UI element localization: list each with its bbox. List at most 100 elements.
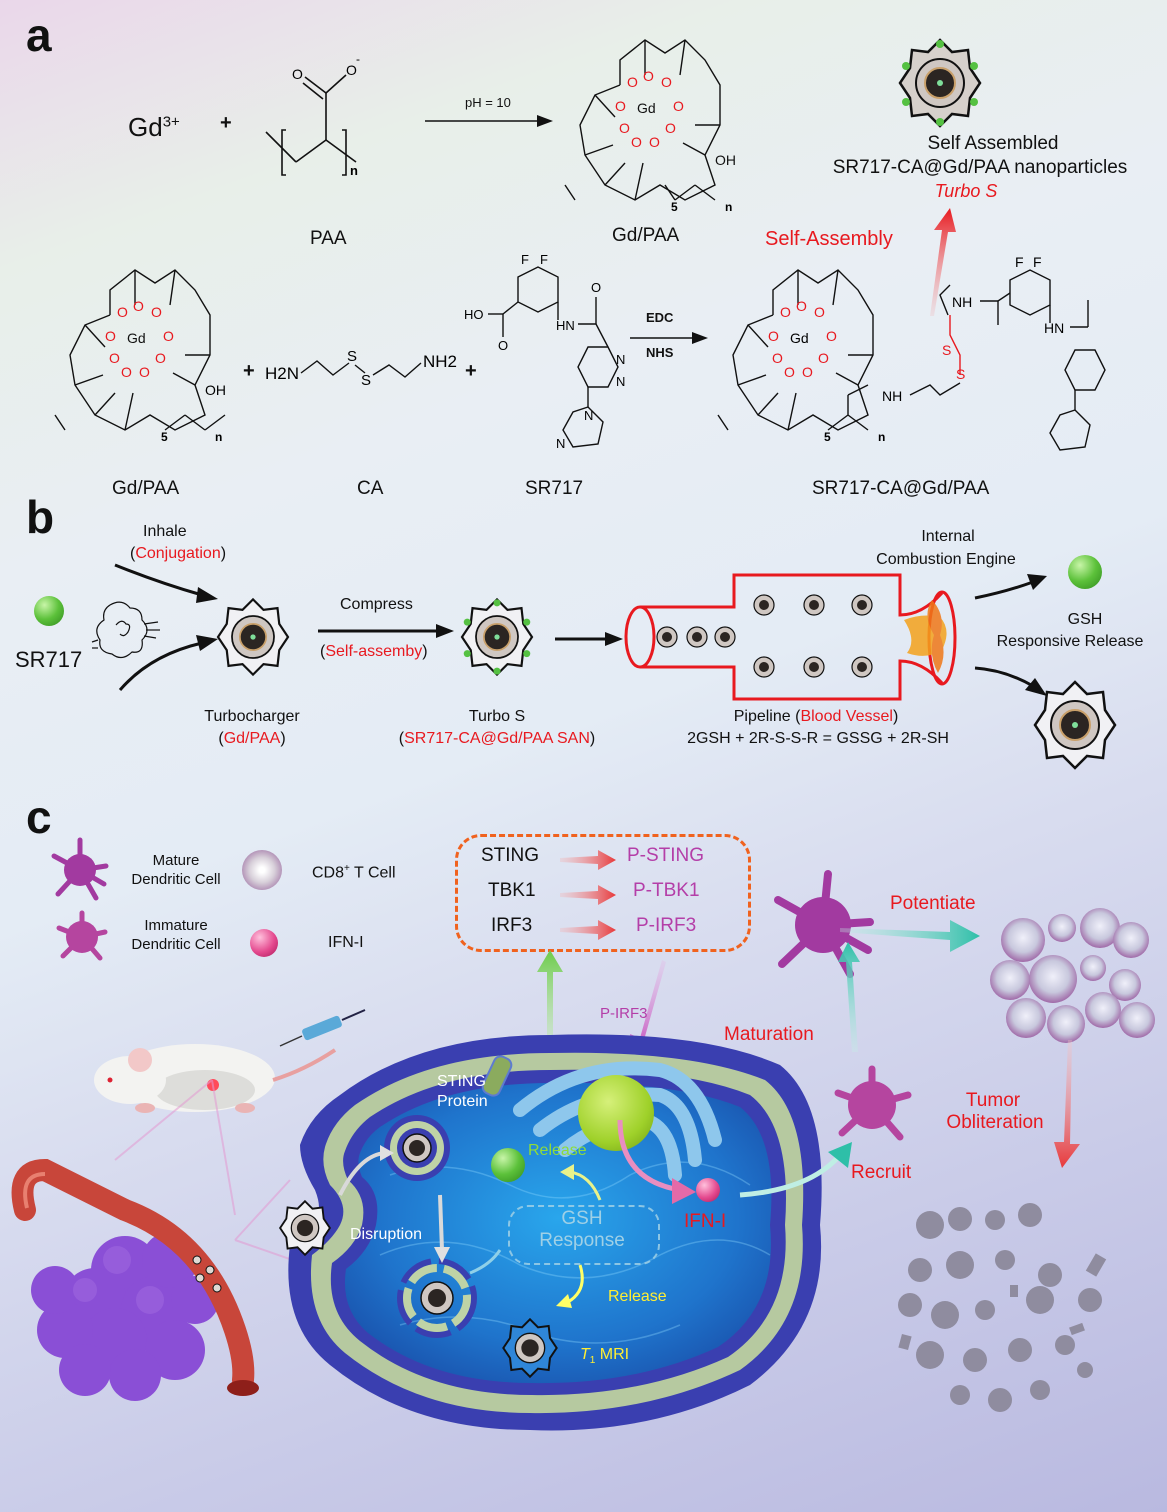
svg-text:O: O <box>627 74 638 90</box>
gd-paa-oh-bottom: OH <box>205 382 226 398</box>
release-green-label: Release <box>528 1142 587 1159</box>
inhale-label: Inhale <box>143 523 187 540</box>
self-assembly-b-text: Self-assemby <box>325 643 423 660</box>
tumor-with-blood-vessel <box>11 1158 259 1401</box>
plus-sign: + <box>220 112 232 134</box>
conjugation-label: (Conjugation) <box>130 545 227 562</box>
svg-text:O: O <box>615 98 626 114</box>
reaction-condition: pH = 10 <box>465 95 511 110</box>
compress-label: Compress <box>340 596 413 613</box>
sr717-o2: O <box>591 280 601 295</box>
inhale-arrows <box>114 563 218 691</box>
legend-immature-2: Dendritic Cell <box>131 936 221 953</box>
svg-text:O: O <box>649 134 660 150</box>
t1-mri-contrast-icon <box>502 1317 558 1379</box>
endosome-disrupted <box>397 1258 477 1338</box>
svg-text:O: O <box>768 328 779 344</box>
svg-text:O: O <box>802 364 813 380</box>
turbo-s-b-sub: (SR717-CA@Gd/PAA SAN) <box>398 730 596 747</box>
paa-o-minus: O <box>346 62 357 78</box>
turbo-s-name: Turbo S <box>934 181 998 201</box>
destroyed-tumor-fragments <box>898 1203 1107 1412</box>
ifn-i-cell-label: IFN-I <box>684 1211 727 1232</box>
edc-reagent: EDC <box>646 310 674 325</box>
paa-charge: - <box>356 52 360 66</box>
legend-cd8-rest: T Cell <box>349 864 396 882</box>
gd-ion-symbol: Gd <box>128 112 163 142</box>
ifn-i-icon <box>250 929 278 957</box>
tumor-obliteration-arrow <box>1054 1040 1080 1168</box>
legend-mature-1: Mature <box>152 852 200 869</box>
disruption-label: Disruption <box>350 1226 423 1243</box>
gsh-release-arrows <box>556 1164 602 1308</box>
maturation-label: Maturation <box>724 1024 814 1045</box>
ca-h2n: H2N <box>265 364 299 383</box>
gsh-response-box <box>508 1205 660 1265</box>
legend-cd8-text: CD8 <box>312 864 345 882</box>
sr717-n3: N <box>584 408 593 423</box>
turbo-s-b-sub-text: SR717-CA@Gd/PAA SAN <box>404 730 590 747</box>
repeat-n-bottom: n <box>215 430 222 444</box>
nanoparticles-title: SR717-CA@Gd/PAA nanoparticles <box>832 157 1128 178</box>
product-s1: S <box>942 342 951 358</box>
self-assembled-title: Self Assembled <box>927 133 1059 154</box>
svg-text:O: O <box>631 134 642 150</box>
repeat-n: n <box>725 200 732 214</box>
panel-a-label: a <box>26 9 52 61</box>
svg-text:O: O <box>121 364 132 380</box>
potentiate-label: Potentiate <box>890 893 976 914</box>
product-hn: HN <box>1044 320 1064 336</box>
cd8-t-cell-icon <box>242 850 282 890</box>
gd-paa-oh: OH <box>715 152 736 168</box>
sr717-f2: F <box>540 252 548 267</box>
svg-text:O: O <box>665 120 676 136</box>
nucleus-sphere <box>578 1075 654 1151</box>
ca-s2: S <box>361 372 371 389</box>
svg-text:O: O <box>784 364 795 380</box>
sr717-n1: N <box>616 352 625 367</box>
sr717-ho: HO <box>464 307 484 322</box>
svg-text:O: O <box>780 304 791 320</box>
panel-c-label: c <box>26 791 52 843</box>
legend-immature-1: Immature <box>144 917 208 934</box>
mature-dendritic-cell <box>774 870 874 978</box>
ca-nh2: NH2 <box>423 352 457 371</box>
svg-text:O: O <box>105 328 116 344</box>
turbocharger-icon <box>216 597 290 677</box>
svg-text:O: O <box>139 364 150 380</box>
sr717-ball <box>34 596 64 626</box>
release-yellow-label: Release <box>608 1288 667 1305</box>
sr717-structure: F F HO O HN O N N N N <box>464 252 625 451</box>
p-irf3-label: P-IRF3 <box>600 1005 648 1022</box>
gd-ion: Gd3+ <box>128 112 180 143</box>
legend-mature-2: Dendritic Cell <box>131 871 221 888</box>
paa-repeat-n: n <box>350 163 358 178</box>
sting-protein-label-2: Protein <box>437 1093 488 1110</box>
paa-o: O <box>292 66 303 82</box>
legend-cd8-sup: + <box>344 863 350 874</box>
svg-text:O: O <box>796 298 807 314</box>
gd-center-top: Gd <box>637 100 656 116</box>
pathway-to-p-sting: P-STING <box>627 845 705 866</box>
blood-vessel-text: Blood Vessel <box>800 708 893 725</box>
ca-label: CA <box>357 478 384 499</box>
sr717-label: SR717 <box>525 478 584 499</box>
t-cell-cluster <box>990 908 1155 1043</box>
ifn-i-in-cell <box>696 1178 720 1202</box>
repeat-5-bottom: 5 <box>161 430 168 444</box>
svg-text:O: O <box>673 98 684 114</box>
gsh-response-label-2: Response <box>539 1230 625 1251</box>
immature-dendritic-cell <box>834 1065 912 1141</box>
product-nh2: NH <box>952 294 972 310</box>
self-assembly-b-label: (Self-assemby) <box>320 643 428 660</box>
legend-cd8: CD8+ T Cell <box>312 863 396 882</box>
engine-label-1: Internal <box>921 528 975 545</box>
svg-text:O: O <box>772 350 783 366</box>
recruit-label: Recruit <box>851 1162 912 1183</box>
svg-text:O: O <box>643 68 654 84</box>
sr717-hn: HN <box>556 318 575 333</box>
nhs-reagent: NHS <box>646 345 674 360</box>
self-assembly-arrow-label: Self-Assembly <box>765 228 893 250</box>
